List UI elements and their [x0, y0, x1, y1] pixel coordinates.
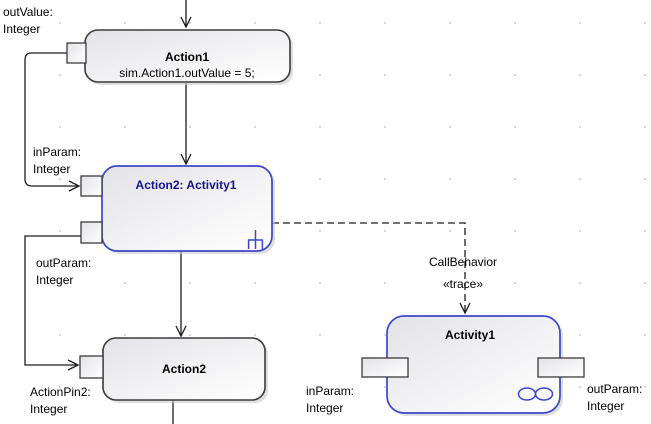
pin-label-outvalue-type: Integer	[3, 22, 40, 36]
pin-actionpin2[interactable]	[79, 355, 104, 379]
pin-label-actionpin2-type: Integer	[30, 402, 67, 416]
pin-label-outvalue-name: outValue:	[3, 5, 53, 19]
connector-trace-dependency[interactable]	[272, 222, 471, 315]
pin-label-inparam-name: inParam:	[33, 145, 81, 159]
node-activity1-title: Activity1	[445, 328, 495, 342]
activity-parameter-node-right[interactable]	[537, 357, 585, 378]
activity-parameter-node-left[interactable]	[361, 357, 409, 378]
connector-object-flow-outparam-to-actionpin2[interactable]	[24, 235, 81, 371]
pin-label-outparam-name: outParam:	[36, 256, 91, 270]
node-action1-title: Action1	[165, 50, 209, 64]
node-action2-activity1[interactable]: Action2: Activity1	[80, 165, 275, 254]
pin-outvalue[interactable]	[66, 42, 87, 64]
pin-label-activity-outparam-name: outParam:	[587, 382, 642, 396]
pin-label-outparam: outParam: Integer	[36, 256, 91, 287]
node-action1[interactable]: Action1 sim.Action1.outValue = 5;	[66, 29, 293, 85]
connector-object-flow-outvalue-to-inparam[interactable]	[24, 52, 81, 192]
pin-outparam[interactable]	[80, 221, 103, 244]
pin-label-actionpin2: ActionPin2: Integer	[30, 385, 91, 416]
pin-label-activity-outparam-type: Integer	[587, 399, 624, 413]
pin-label-activity-inparam-type: Integer	[306, 401, 343, 415]
pin-label-activity-outparam: outParam: Integer	[587, 382, 642, 413]
node-action2[interactable]: Action2	[79, 337, 268, 403]
pin-label-outparam-type: Integer	[36, 273, 73, 287]
activity-parameter-icon	[517, 387, 554, 401]
node-action1-effect: sim.Action1.outValue = 5;	[119, 66, 255, 80]
pin-label-inparam-type: Integer	[33, 162, 70, 176]
node-activity1[interactable]: Activity1	[361, 315, 585, 416]
pin-inparam[interactable]	[80, 175, 103, 197]
pin-label-outvalue: outValue: Integer	[3, 5, 53, 36]
node-action2-activity1-shape[interactable]	[101, 165, 273, 252]
pin-label-activity-inparam: inParam: Integer	[306, 384, 354, 415]
node-action2-activity1-title: Action2: Activity1	[136, 178, 237, 192]
pin-label-activity-inparam-name: inParam:	[306, 384, 354, 398]
call-behavior-rake-icon	[247, 230, 264, 249]
trace-connector-label: CallBehavior	[429, 255, 497, 269]
pin-label-inparam: inParam: Integer	[33, 145, 81, 176]
pin-label-actionpin2-name: ActionPin2:	[30, 385, 91, 399]
node-action2-title: Action2	[162, 362, 206, 376]
trace-stereotype-label: «trace»	[443, 277, 483, 291]
